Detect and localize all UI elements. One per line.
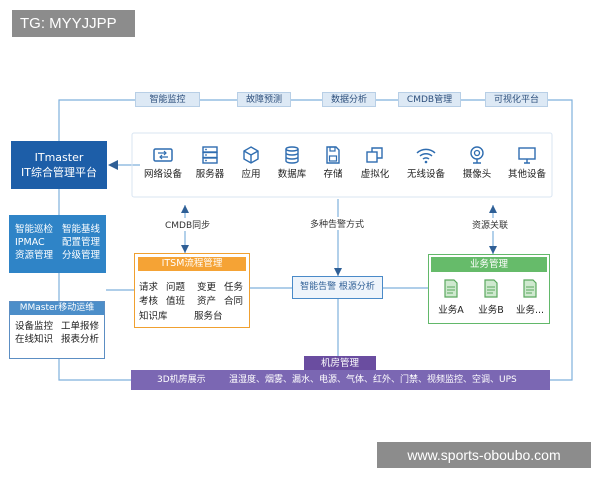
- platform-subtitle: IT综合管理平台: [21, 166, 97, 179]
- monitor-icon: [518, 147, 536, 164]
- business-management-box: 业务管理 业务A 业务B 业务...: [428, 254, 550, 324]
- device-other: 其他设备: [503, 145, 551, 181]
- itsm-item: 服务台: [194, 311, 223, 322]
- machine-room-title: 机房管理: [304, 356, 376, 371]
- business-item: 业务B: [473, 279, 509, 316]
- business-item-label: 业务B: [478, 305, 504, 316]
- mobile-ops-title: MMaster移动运维: [10, 302, 104, 315]
- device-label: 摄像头: [462, 169, 492, 180]
- itsm-item: 变更: [197, 282, 217, 293]
- mobile-online-knowledge: 在线知识: [15, 334, 54, 345]
- platform-name: ITmaster: [34, 151, 84, 164]
- feature-config-management: 配置管理: [61, 237, 100, 248]
- feature-tiered-management: 分级管理: [61, 250, 100, 261]
- feature-ipmac: IPMAC: [15, 237, 45, 248]
- mobile-ops-box: MMaster移动运维 设备监控工单报修 在线知识报表分析: [9, 301, 105, 359]
- itsm-item: 问题: [166, 282, 186, 293]
- device-storage: 存储: [309, 145, 357, 181]
- device-camera: 摄像头: [453, 145, 501, 181]
- network-switch-icon: [153, 148, 173, 162]
- itsm-item: 资产: [197, 296, 217, 307]
- virtualization-icon: [366, 147, 383, 163]
- label-cmdb-sync: CMDB同步: [165, 218, 211, 231]
- database-icon: [285, 146, 299, 164]
- device-label: 应用: [241, 169, 261, 180]
- business-doc-icon: [444, 279, 458, 298]
- camera-icon: [470, 146, 484, 164]
- device-label: 网络设备: [143, 169, 182, 180]
- itmaster-platform-box: ITmaster IT综合管理平台: [11, 141, 107, 189]
- device-wireless: 无线设备: [402, 145, 450, 181]
- device-label: 无线设备: [406, 169, 445, 180]
- mobile-report-analysis: 报表分析: [60, 334, 99, 345]
- business-doc-icon: [523, 279, 537, 298]
- itsm-item: 任务: [224, 282, 244, 293]
- device-label: 存储: [323, 169, 343, 180]
- capability-fault-prediction: 故障预测: [237, 92, 291, 107]
- itsm-item: 考核: [139, 296, 159, 307]
- feature-resource-management: 资源管理: [15, 250, 54, 261]
- business-item: 业务A: [433, 279, 469, 316]
- device-virtualization: 虚拟化: [351, 145, 399, 181]
- business-item-label: 业务A: [438, 305, 464, 316]
- itsm-item: 知识库: [139, 311, 168, 322]
- device-label: 数据库: [277, 169, 307, 180]
- label-resource-link: 资源关联: [472, 218, 509, 231]
- itsm-title: ITSM流程管理: [138, 257, 246, 271]
- machine-room-bar: 3D机房展示 温湿度、烟雾、漏水、电源、气体、红外、门禁、视频监控、空调、UPS: [131, 370, 550, 390]
- business-item-label: 业务...: [515, 305, 545, 316]
- room-environment-items: 温湿度、烟雾、漏水、电源、气体、红外、门禁、视频监控、空调、UPS: [229, 375, 517, 385]
- itsm-item: 请求: [139, 282, 159, 293]
- device-application: 应用: [227, 145, 275, 181]
- device-network: 网络设备: [139, 145, 187, 181]
- label-alarm-methods: 多种告警方式: [310, 217, 365, 230]
- itsm-process-box: ITSM流程管理 请求 问题 变更 任务 考核 值班 资产 合同 知识库 服务台: [134, 253, 250, 328]
- watermark-top: TG: MYYJJPP: [12, 10, 135, 37]
- cube-icon: [243, 146, 259, 164]
- device-label: 虚拟化: [360, 169, 390, 180]
- storage-disk-icon: [326, 146, 340, 164]
- feature-smart-baseline: 智能基线: [61, 224, 100, 235]
- feature-box: 智能巡检智能基线 IPMAC 配置管理 资源管理分级管理: [9, 215, 106, 273]
- server-icon: [202, 146, 218, 164]
- device-label: 服务器: [195, 169, 225, 180]
- room-3d-display: 3D机房展示: [157, 375, 206, 385]
- wifi-icon: [416, 148, 436, 164]
- mobile-device-monitoring: 设备监控: [15, 321, 54, 332]
- device-label: 其他设备: [507, 169, 546, 180]
- device-server: 服务器: [186, 145, 234, 181]
- alarm-analysis-box: 智能告警 根源分析: [292, 276, 383, 299]
- itsm-item: 值班: [166, 296, 186, 307]
- mobile-ticket-repair: 工单报修: [60, 321, 99, 332]
- business-title: 业务管理: [431, 257, 547, 272]
- watermark-bottom: www.sports-oboubo.com: [377, 442, 591, 468]
- device-database: 数据库: [268, 145, 316, 181]
- capability-data-analysis: 数据分析: [322, 92, 376, 107]
- capability-smart-monitoring: 智能监控: [135, 92, 200, 107]
- capability-cmdb-management: CMDB管理: [398, 92, 461, 107]
- business-item: 业务...: [512, 279, 548, 316]
- feature-smart-inspection: 智能巡检: [15, 224, 54, 235]
- business-doc-icon: [484, 279, 498, 298]
- capability-visualization-platform: 可视化平台: [485, 92, 548, 107]
- itsm-item: 合同: [224, 296, 244, 307]
